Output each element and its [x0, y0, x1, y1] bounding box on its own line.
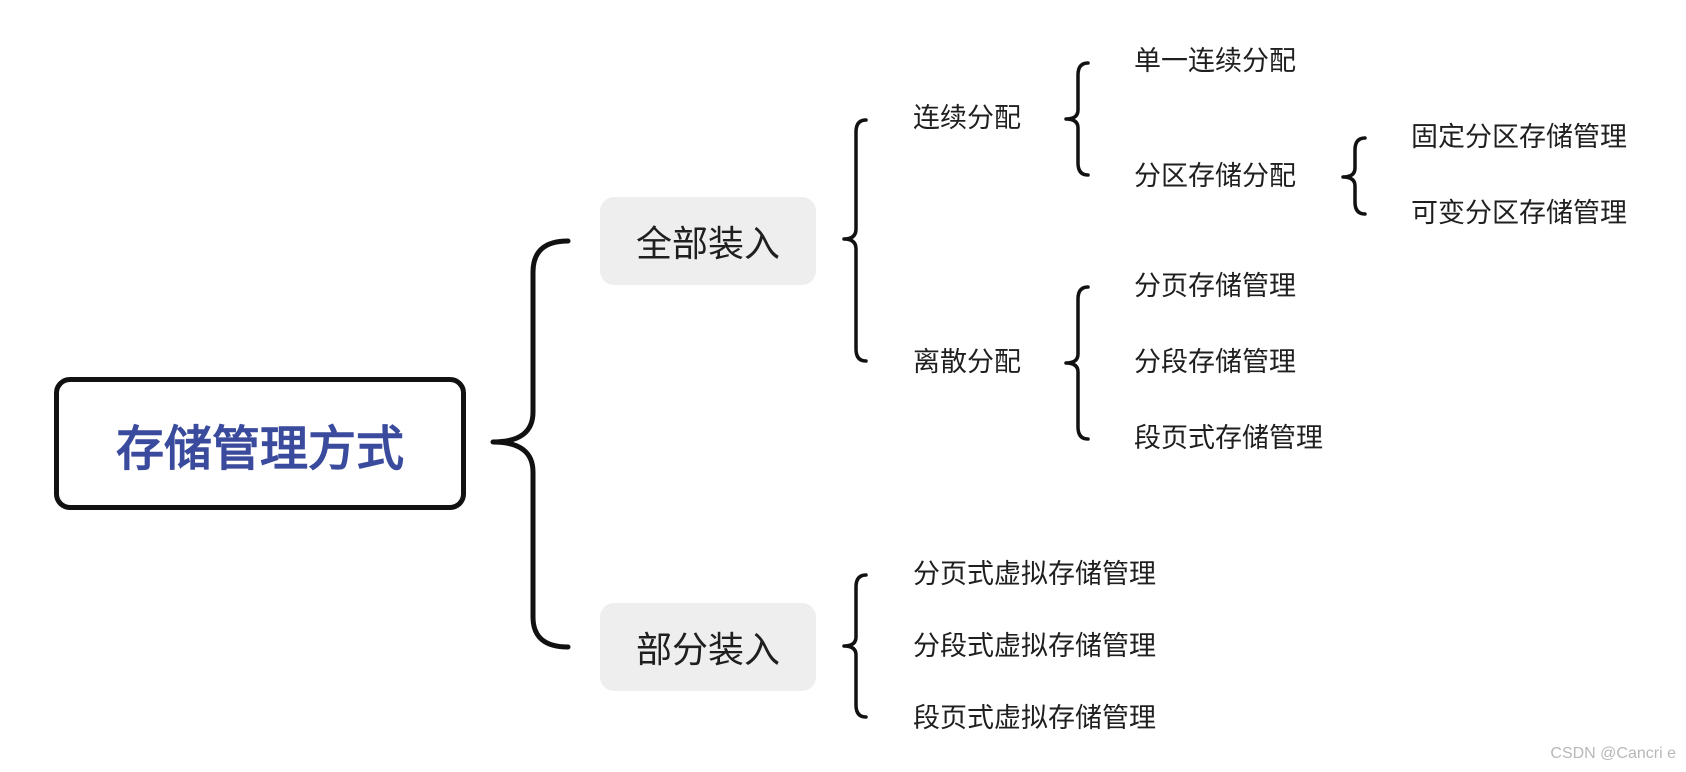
root-brace — [490, 238, 571, 650]
contiguous-brace — [1064, 61, 1090, 177]
node-paging: 分页存储管理 — [1134, 271, 1296, 302]
node-full-load: 全部装入 — [600, 197, 816, 285]
node-partition-allocation: 分区存储分配 — [1134, 161, 1296, 192]
node-partial-load: 部分装入 — [600, 603, 816, 691]
node-full-load-label: 全部装入 — [635, 224, 780, 265]
partial-load-brace — [842, 573, 868, 719]
root-label: 存储管理方式 — [115, 420, 404, 477]
watermark: CSDN @Cancri e — [1550, 745, 1676, 762]
node-variable-partition: 可变分区存储管理 — [1411, 198, 1627, 229]
node-single-contiguous: 单一连续分配 — [1134, 46, 1296, 77]
root-node: 存储管理方式 — [54, 377, 466, 510]
node-contiguous-allocation: 连续分配 — [913, 103, 1021, 134]
node-virtual-paging: 分页式虚拟存储管理 — [913, 559, 1156, 590]
discrete-brace — [1064, 285, 1090, 441]
node-virtual-segmentation: 分段式虚拟存储管理 — [913, 631, 1156, 662]
node-segmentation: 分段存储管理 — [1134, 347, 1296, 378]
node-partial-load-label: 部分装入 — [635, 630, 780, 671]
node-virtual-segmented-paging: 段页式虚拟存储管理 — [913, 703, 1156, 734]
node-fixed-partition: 固定分区存储管理 — [1411, 122, 1627, 153]
node-discrete-allocation: 离散分配 — [913, 347, 1021, 378]
full-load-brace — [842, 118, 868, 363]
node-segmented-paging: 段页式存储管理 — [1134, 423, 1323, 454]
partition-brace — [1341, 136, 1367, 216]
